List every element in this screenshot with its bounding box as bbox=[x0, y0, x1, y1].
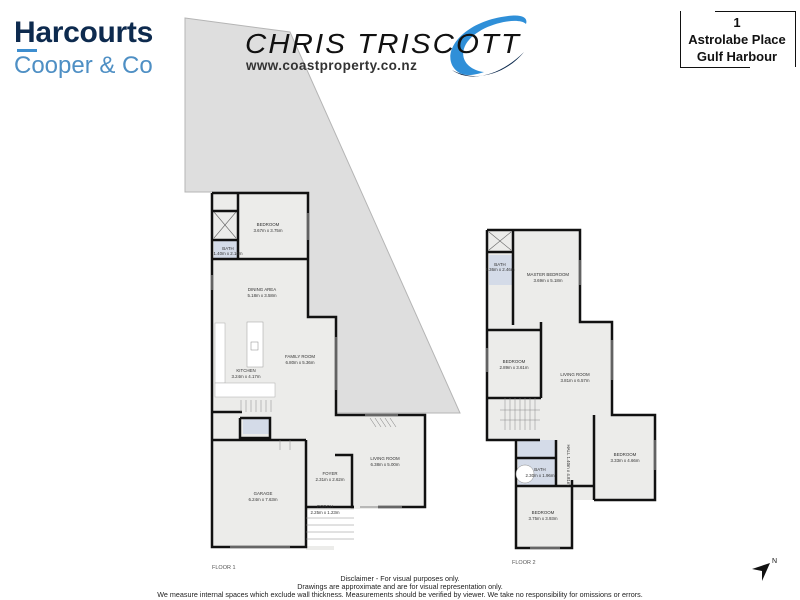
svg-text:3.24m x 4.17m: 3.24m x 4.17m bbox=[231, 374, 260, 379]
svg-text:LIVING ROOM: LIVING ROOM bbox=[560, 372, 590, 377]
north-arrow-icon: N bbox=[752, 558, 777, 581]
address-suburb: Gulf Harbour bbox=[696, 49, 778, 64]
svg-text:BATH: BATH bbox=[534, 467, 545, 472]
svg-text:GARAGE: GARAGE bbox=[254, 491, 273, 496]
north-label: N bbox=[772, 558, 777, 565]
address-border-left bbox=[680, 11, 681, 67]
svg-text:BEDROOM: BEDROOM bbox=[503, 359, 526, 364]
svg-text:6.38m x 5.00m: 6.38m x 5.00m bbox=[370, 462, 399, 467]
svg-text:BATH: BATH bbox=[222, 246, 233, 251]
svg-text:3.33m x 4.66m: 3.33m x 4.66m bbox=[610, 458, 639, 463]
property-address: 1 Astrolabe Place Gulf Harbour bbox=[680, 11, 794, 70]
disclaimer-line-3: We measure internal spaces which exclude… bbox=[157, 590, 643, 599]
svg-text:LIVING ROOM: LIVING ROOM bbox=[370, 456, 400, 461]
agent-logo-swoosh-icon bbox=[450, 15, 527, 77]
floor-2-label: FLOOR 2 bbox=[512, 560, 536, 566]
svg-text:BATH: BATH bbox=[494, 262, 505, 267]
svg-text:3.81m x 6.57m: 3.81m x 6.57m bbox=[560, 378, 589, 383]
agent-website-link[interactable]: www.coastproperty.co.nz bbox=[246, 58, 418, 73]
svg-text:5.18m x 3.58m: 5.18m x 3.58m bbox=[247, 293, 276, 298]
svg-text:MASTER BEDROOM: MASTER BEDROOM bbox=[527, 272, 570, 277]
address-street: Astrolabe Place bbox=[688, 32, 786, 47]
floor-1-label: FLOOR 1 bbox=[212, 565, 236, 571]
disclaimer: Disclaimer - For visual purposes only. D… bbox=[0, 575, 800, 599]
svg-text:1.40m x 2.16m: 1.40m x 2.16m bbox=[213, 251, 242, 256]
agent-name: CHRIS TRISCOTT bbox=[245, 28, 522, 59]
svg-text:2.25m x 1.23m: 2.25m x 1.23m bbox=[310, 510, 339, 515]
svg-text:BEDROOM: BEDROOM bbox=[614, 452, 637, 457]
svg-text:3.69m x 5.18m: 3.69m x 5.18m bbox=[533, 278, 562, 283]
disclaimer-line-2: Drawings are approximate and are for vis… bbox=[297, 582, 503, 591]
agency-branch: Cooper & Co bbox=[14, 52, 153, 79]
svg-text:FAMILY ROOM: FAMILY ROOM bbox=[285, 354, 315, 359]
address-border-top bbox=[715, 11, 795, 12]
svg-text:PORCH: PORCH bbox=[317, 504, 333, 509]
agency-name: Harcourts bbox=[14, 16, 154, 49]
svg-text:6.80m x 5.36m: 6.80m x 5.36m bbox=[285, 360, 314, 365]
address-border-right bbox=[795, 11, 796, 67]
svg-text:2.30m x 1.96m: 2.30m x 1.96m bbox=[525, 473, 554, 478]
svg-text:2.31m x 2.62m: 2.31m x 2.62m bbox=[315, 477, 344, 482]
svg-text:FOYER: FOYER bbox=[322, 471, 337, 476]
agency-underline bbox=[17, 49, 37, 52]
svg-text:3.75m x 3.93m: 3.75m x 3.93m bbox=[528, 516, 557, 521]
svg-text:BEDROOM: BEDROOM bbox=[257, 222, 280, 227]
address-border-bottom bbox=[680, 67, 750, 68]
svg-text:KITCHEN: KITCHEN bbox=[236, 368, 255, 373]
address-number: 1 bbox=[733, 15, 741, 30]
disclaimer-line-1: Disclaimer - For visual purposes only. bbox=[340, 574, 460, 583]
svg-text:3.67m x 3.75m: 3.67m x 3.75m bbox=[253, 228, 282, 233]
svg-text:1.36m x 2.46m: 1.36m x 2.46m bbox=[485, 267, 514, 272]
svg-text:DINING AREA: DINING AREA bbox=[248, 287, 276, 292]
svg-text:BEDROOM: BEDROOM bbox=[532, 510, 555, 515]
svg-text:6.24m x 7.63m: 6.24m x 7.63m bbox=[248, 497, 277, 502]
svg-text:HALL 1.40m x 4.81m: HALL 1.40m x 4.81m bbox=[566, 444, 571, 485]
svg-text:2.89m x 3.61m: 2.89m x 3.61m bbox=[499, 365, 528, 370]
